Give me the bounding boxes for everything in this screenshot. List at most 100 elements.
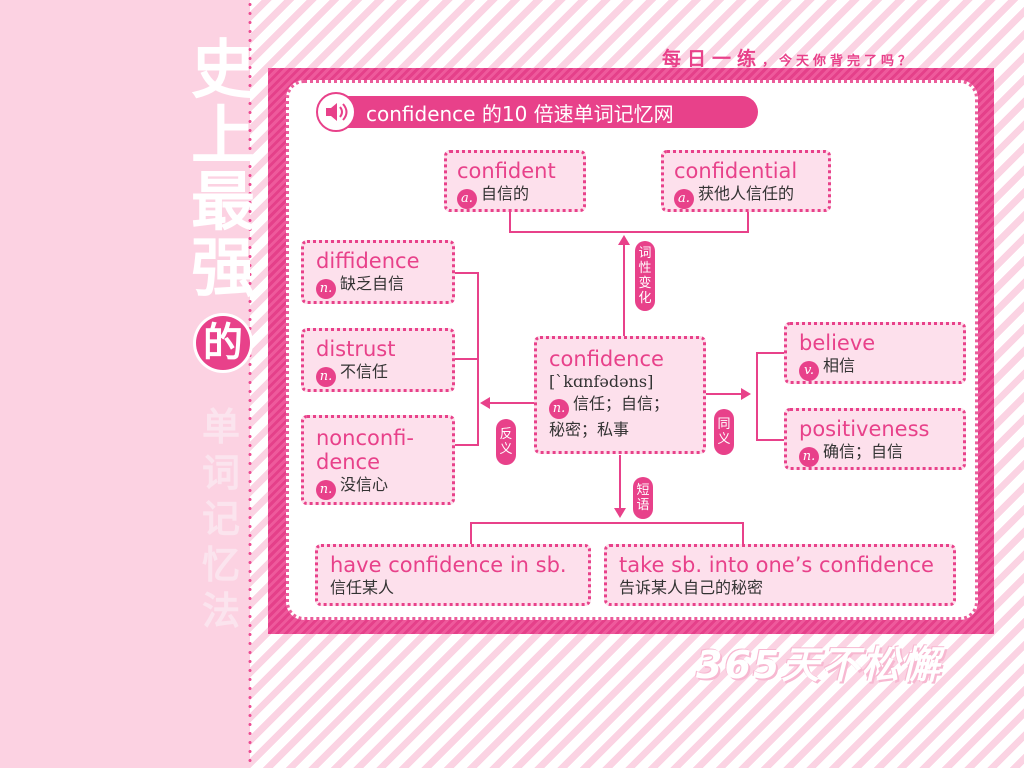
synonym-card: positiveness n.确信；自信	[784, 408, 966, 470]
connector-line	[470, 522, 472, 544]
footer-slogan: 365天不松懈	[696, 643, 942, 687]
label-synonym: 同 义	[714, 409, 734, 455]
label-char: 短	[636, 483, 650, 498]
synonym-word: positiveness	[799, 417, 930, 441]
connector-line	[477, 272, 479, 446]
arrow-down-icon	[614, 508, 626, 518]
derivative-card: confidential a.获他人信任的	[661, 150, 831, 212]
sidebar-title-de-wrap: 的	[178, 302, 268, 376]
pos-badge: v.	[799, 361, 819, 381]
arrow-up-icon	[618, 235, 630, 245]
pos-badge: n.	[316, 279, 336, 299]
pos-badge: n.	[316, 367, 336, 387]
connector-line	[490, 402, 534, 404]
header-slogan-comma: ，	[762, 54, 780, 69]
sidebar-subtitle-char: 记	[201, 496, 240, 541]
center-word: confidence	[549, 347, 664, 371]
derivative-meaning: 自信的	[481, 184, 530, 203]
synonym-card: believe v.相信	[784, 322, 966, 384]
sidebar-subtitle-char: 法	[201, 588, 240, 633]
connector-line	[756, 352, 784, 354]
phrase-text: have confidence in sb.	[330, 553, 567, 577]
antonym-card: distrust n.不信任	[301, 328, 455, 392]
derivative-meaning-line: a.获他人信任的	[674, 183, 818, 209]
speaker-icon-glyph	[326, 103, 348, 121]
sidebar-subtitle: 单 词 记 忆 法	[198, 404, 244, 634]
connector-line	[747, 210, 749, 232]
center-meaning-line1: n.信任；自信；	[549, 393, 691, 419]
phrase-text: take sb. into one’s confidence	[619, 553, 934, 577]
derivative-meaning-line: a.自信的	[457, 183, 573, 209]
header-slogan-sub: 今天你背完了吗？	[779, 54, 916, 69]
antonym-word: nonconfi-	[316, 426, 414, 450]
synonym-meaning: 相信	[823, 356, 856, 375]
sidebar-title-char: 史	[191, 34, 255, 108]
synonym-meaning-line: n.确信；自信	[799, 441, 951, 467]
center-word-card: confidence [ˋkɑnfədəns] n.信任；自信； 秘密；私事	[534, 336, 706, 454]
pos-badge: a.	[457, 189, 477, 209]
derivative-card: confident a.自信的	[444, 150, 586, 212]
derivative-word: confidential	[674, 159, 798, 183]
label-char: 词	[638, 246, 652, 261]
antonym-meaning-line: n.不信任	[316, 361, 440, 387]
pos-badge: n.	[799, 447, 819, 467]
derivative-word: confident	[457, 159, 556, 183]
antonym-meaning-line: n.没信心	[316, 474, 440, 500]
phrase-card: have confidence in sb. 信任某人	[315, 544, 591, 606]
connector-line	[623, 244, 625, 336]
connector-line	[454, 272, 478, 274]
antonym-card: nonconfi- dence n.没信心	[301, 415, 455, 505]
connector-line	[509, 210, 511, 232]
sidebar-title-char: 上	[191, 100, 255, 174]
pos-badge: n.	[316, 480, 336, 500]
label-derivation: 词 性 变 化	[635, 241, 655, 311]
header-slogan-main: 每日一练	[662, 48, 763, 70]
sidebar-de-badge: 的	[196, 316, 250, 370]
label-char: 性	[638, 261, 652, 276]
sidebar-title: 史 上 最 强 的	[178, 38, 268, 376]
connector-line	[454, 444, 478, 446]
left-sidebar-background	[0, 0, 250, 768]
pos-badge: a.	[674, 189, 694, 209]
phrase-meaning: 信任某人	[330, 578, 395, 597]
antonym-meaning: 缺乏自信	[340, 274, 405, 293]
label-char: 语	[636, 498, 650, 513]
antonym-meaning: 不信任	[340, 362, 389, 381]
connector-line	[470, 522, 744, 524]
arrow-left-icon	[480, 397, 490, 409]
sidebar-title-char: 最	[191, 166, 255, 240]
connector-line	[619, 455, 621, 509]
antonym-meaning-line: n.缺乏自信	[316, 273, 440, 299]
connector-line	[509, 231, 749, 233]
antonym-word: diffidence	[316, 249, 420, 273]
connector-line	[756, 439, 784, 441]
antonym-word: dence	[316, 450, 381, 474]
arrow-right-icon	[741, 388, 751, 400]
center-phonetic: [ˋkɑnfədəns]	[549, 372, 654, 391]
pos-badge: n.	[549, 399, 569, 419]
panel-dotted-border	[286, 80, 978, 620]
label-char: 化	[638, 291, 652, 306]
synonym-word: believe	[799, 331, 876, 355]
speaker-icon[interactable]	[316, 92, 356, 132]
connector-line	[454, 358, 478, 360]
label-char: 义	[499, 442, 513, 457]
connector-line	[706, 393, 742, 395]
label-antonym: 反 义	[496, 419, 516, 465]
header-slogan: 每日一练，今天你背完了吗？	[662, 44, 915, 71]
phrase-card: take sb. into one’s confidence 告诉某人自己的秘密	[604, 544, 956, 606]
sidebar-subtitle-char: 词	[201, 450, 240, 495]
synonym-meaning: 确信；自信	[823, 442, 904, 461]
connector-line	[756, 352, 758, 440]
label-char: 同	[717, 417, 731, 432]
panel-title-bar	[320, 96, 758, 128]
phrase-meaning: 告诉某人自己的秘密	[619, 578, 764, 597]
sidebar-title-char: 强	[191, 232, 255, 306]
sidebar-subtitle-char: 单	[201, 404, 240, 449]
derivative-meaning: 获他人信任的	[698, 184, 795, 203]
label-char: 反	[499, 427, 513, 442]
label-char: 义	[717, 432, 731, 447]
sidebar-dotted-divider	[248, 0, 252, 768]
sidebar-subtitle-char: 忆	[201, 542, 240, 587]
synonym-meaning-line: v.相信	[799, 355, 951, 381]
